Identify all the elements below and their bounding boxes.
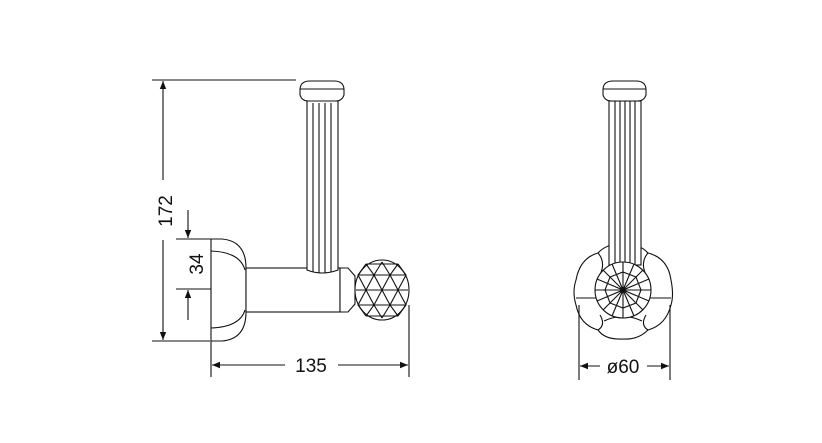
front-view: ø60 [573,80,674,380]
arm [245,267,341,313]
projection-dimension-label: 135 [295,356,327,377]
plate-dimension: 34 [176,210,243,320]
diameter-dimension-label: ø60 [607,357,640,378]
collar [339,267,356,313]
projection-dimension: 135 [210,305,410,377]
crystal-knob [354,259,410,321]
height-dimension: 172 [152,79,296,342]
crystal-knob-front [594,261,652,319]
post [299,80,345,274]
height-dimension-label: 172 [156,195,177,227]
backplate [210,238,247,342]
side-view: 172 34 [152,79,410,377]
plate-dimension-label: 34 [187,253,208,275]
post-front [602,80,647,266]
diameter-dimension: ø60 [578,305,671,380]
